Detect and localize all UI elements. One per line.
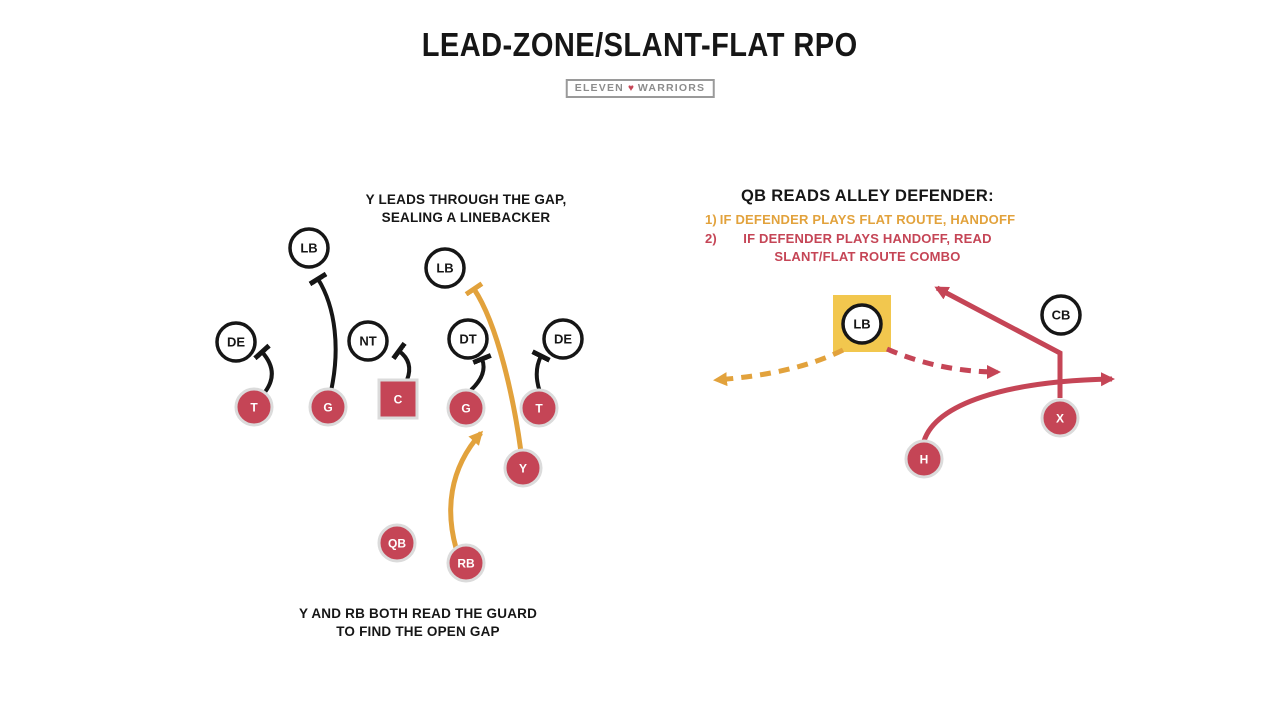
page-title: LEAD-ZONE/SLANT-FLAT RPO <box>0 26 1280 64</box>
node-label-de-right: DE <box>554 332 572 347</box>
node-label-left-guard: G <box>323 400 332 414</box>
heart-icon: ♥ <box>627 82 634 94</box>
note-read-guard-line1: Y AND RB BOTH READ THE GUARD <box>298 606 538 621</box>
node-right-tackle: T <box>519 388 559 428</box>
qb-reads-title: QB READS ALLEY DEFENDER: <box>741 187 994 205</box>
node-x-receiver: X <box>1040 398 1080 438</box>
note-read-guard: Y AND RB BOTH READ THE GUARD TO FIND THE… <box>288 605 548 640</box>
node-center: C <box>377 378 419 420</box>
badge-left-text: ELEVEN <box>574 82 624 94</box>
node-shape-cb <box>1040 294 1082 336</box>
node-label-rb: RB <box>457 556 475 570</box>
route-block-center-to-nt <box>391 341 412 381</box>
node-label-lb-alley: LB <box>853 317 870 332</box>
route-y-seal-block-path <box>464 281 524 453</box>
node-cb: CB <box>1040 294 1082 336</box>
node-label-right-tackle: T <box>535 401 543 415</box>
node-label-dt: DT <box>459 332 476 347</box>
node-label-cb: CB <box>1052 308 1071 323</box>
node-label-de-left: DE <box>227 335 245 350</box>
note-y-leads-line2: SEALING A LINEBACKER <box>381 209 551 225</box>
page-title-text: LEAD-ZONE/SLANT-FLAT RPO <box>422 26 858 63</box>
qb-read-item-1: 1) IF DEFENDER PLAYS FLAT ROUTE, HANDOFF <box>695 211 1040 230</box>
node-lb-alley: LB <box>841 303 883 345</box>
node-shape-left-guard <box>308 387 348 427</box>
node-shape-de-right <box>542 318 584 360</box>
node-shape-center <box>377 378 419 420</box>
route-alley-defender-flat-read <box>713 347 845 387</box>
node-dt: DT <box>447 318 489 360</box>
node-label-lb-mike: LB <box>436 261 453 276</box>
qb-read-item-1-number: 1) <box>705 212 717 227</box>
node-qb: QB <box>377 523 417 563</box>
note-y-leads-line1: Y LEADS THROUGH THE GAP, <box>365 192 567 207</box>
node-shape-right-guard <box>446 388 486 428</box>
node-label-left-tackle: T <box>250 400 258 414</box>
node-shape-nt <box>347 320 389 362</box>
route-rb-run-path <box>448 430 483 549</box>
qb-reads-panel: QB READS ALLEY DEFENDER: 1) IF DEFENDER … <box>695 187 1040 267</box>
node-lb-mike: LB <box>424 247 466 289</box>
node-h-receiver: H <box>904 439 944 479</box>
route-block-right-tackle-to-de <box>531 349 551 393</box>
node-label-x-receiver: X <box>1056 411 1064 425</box>
node-lb-weakside: LB <box>288 227 330 269</box>
node-label-qb: QB <box>388 536 406 550</box>
node-de-left: DE <box>215 321 257 363</box>
route-alley-defender-run-read <box>886 346 1001 379</box>
qb-read-item-2: 2) IF DEFENDER PLAYS HANDOFF, READ SLANT… <box>695 230 1040 267</box>
badge-right-text: WARRIORS <box>637 82 706 94</box>
qb-read-item-1-text: IF DEFENDER PLAYS FLAT ROUTE, HANDOFF <box>719 212 1016 227</box>
node-left-guard: G <box>308 387 348 427</box>
note-y-leads: Y LEADS THROUGH THE GAP, SEALING A LINEB… <box>335 191 597 226</box>
qb-read-item-2-text-line2: SLANT/FLAT ROUTE COMBO <box>774 249 961 264</box>
node-label-right-guard: G <box>461 401 470 415</box>
node-de-right: DE <box>542 318 584 360</box>
qb-read-item-2-text-line1: IF DEFENDER PLAYS HANDOFF, READ <box>743 230 992 246</box>
node-rb: RB <box>446 543 486 583</box>
qb-read-item-2-number: 2) <box>705 230 717 246</box>
node-label-center: C <box>394 392 403 406</box>
route-h-flat-route <box>921 372 1115 442</box>
node-shape-y-tight-end <box>503 448 543 488</box>
route-block-right-guard-to-dt <box>469 353 492 392</box>
node-shape-rb <box>446 543 486 583</box>
node-shape-lb-weakside <box>288 227 330 269</box>
node-shape-de-left <box>215 321 257 363</box>
node-shape-right-tackle <box>519 388 559 428</box>
node-shape-left-tackle <box>234 387 274 427</box>
note-read-guard-line2: TO FIND THE OPEN GAP <box>336 623 500 639</box>
eleven-warriors-badge: ELEVEN ♥ WARRIORS <box>565 79 715 98</box>
node-label-lb-weakside: LB <box>300 241 317 256</box>
node-y-tight-end: Y <box>503 448 543 488</box>
node-shape-qb <box>377 523 417 563</box>
node-shape-lb-alley <box>841 303 883 345</box>
route-block-left-guard-to-lb <box>308 271 338 392</box>
node-nt: NT <box>347 320 389 362</box>
node-right-guard: G <box>446 388 486 428</box>
node-shape-x-receiver <box>1040 398 1080 438</box>
node-left-tackle: T <box>234 387 274 427</box>
node-label-nt: NT <box>359 334 376 349</box>
node-label-y-tight-end: Y <box>519 461 527 475</box>
node-shape-dt <box>447 318 489 360</box>
node-label-h-receiver: H <box>920 452 929 466</box>
route-block-left-tackle-to-de <box>253 343 274 394</box>
node-shape-lb-mike <box>424 247 466 289</box>
node-shape-h-receiver <box>904 439 944 479</box>
